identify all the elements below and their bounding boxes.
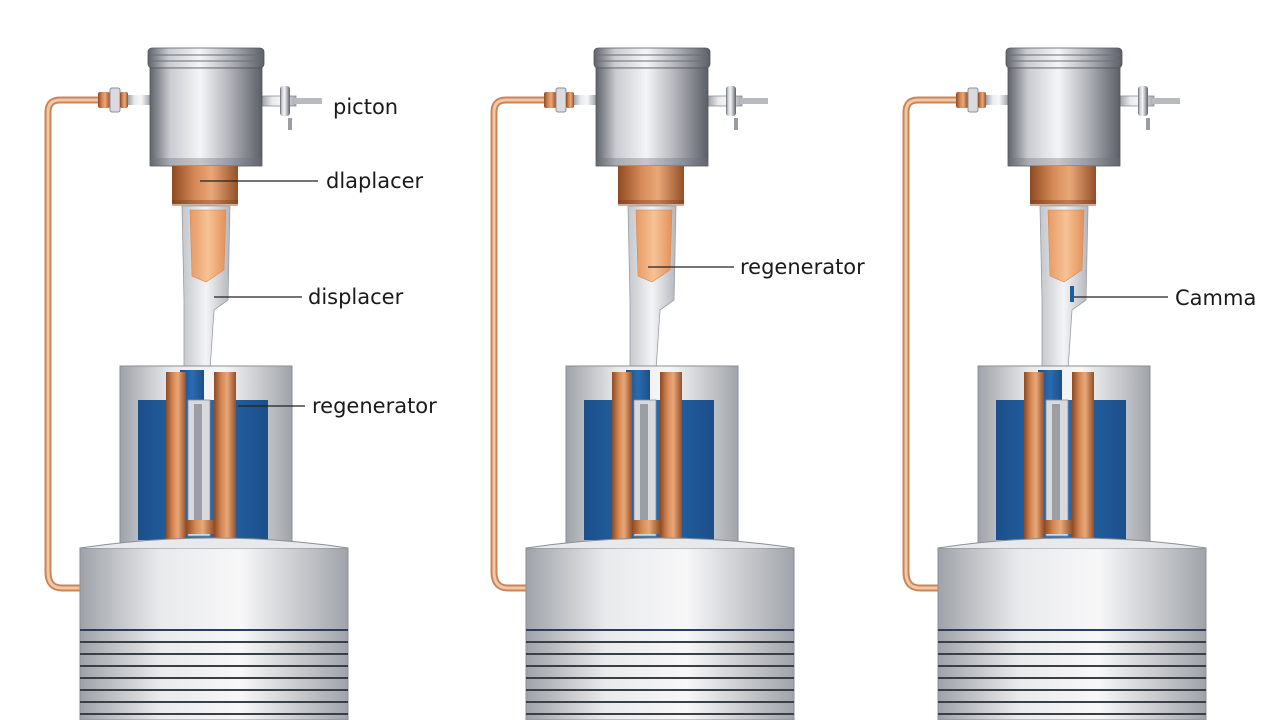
label-displacer-upper: dlaplacer xyxy=(326,169,424,193)
engine-unit-2 xyxy=(494,48,794,720)
label-regenerator-2: regenerator xyxy=(740,255,865,279)
label-piston: picton xyxy=(333,95,399,119)
engine-unit-3 xyxy=(906,48,1206,720)
label-gamma: Camma xyxy=(1175,286,1257,310)
label-regenerator-1: regenerator xyxy=(312,394,437,418)
engine-unit-1 xyxy=(48,48,348,720)
label-displacer-lower: displacer xyxy=(308,285,404,309)
